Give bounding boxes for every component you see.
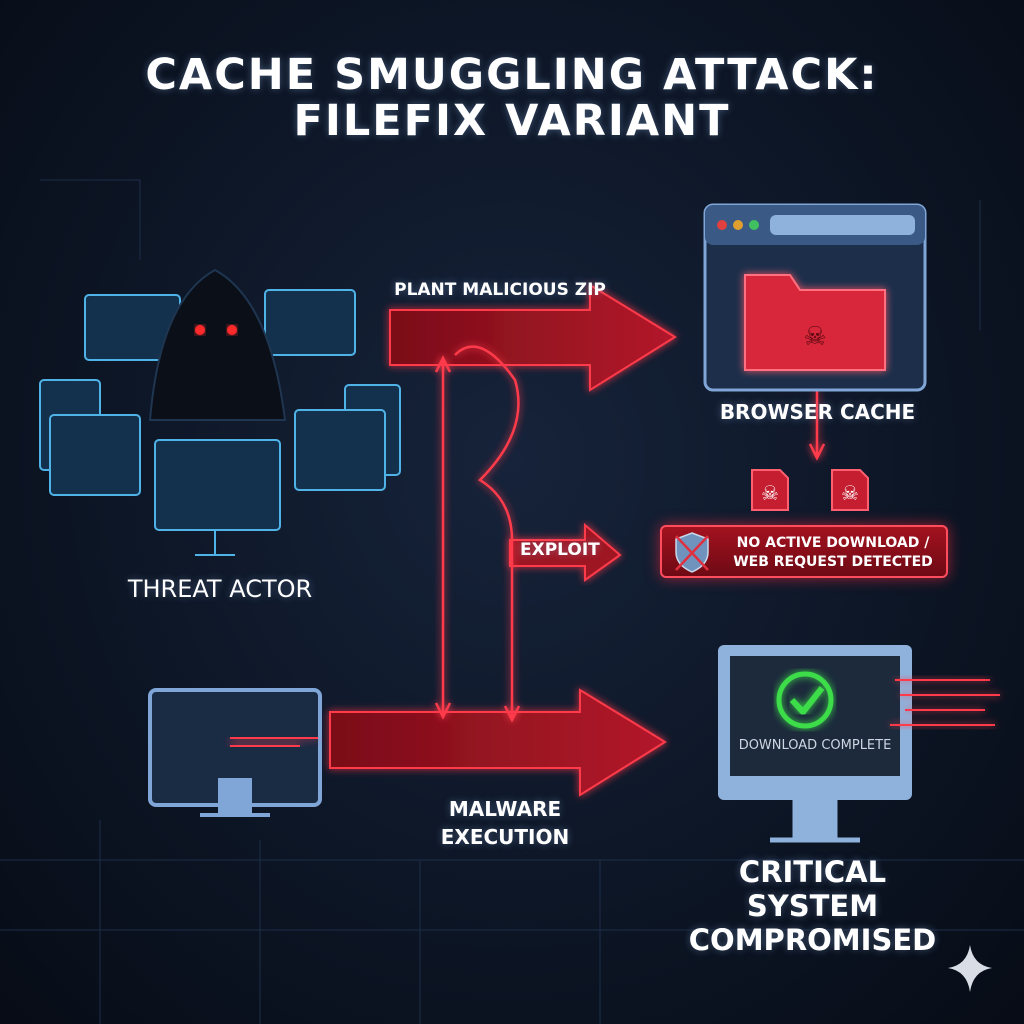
svg-text:☠: ☠	[761, 481, 779, 505]
malware-line-2: EXECUTION	[440, 825, 570, 849]
threat-actor-illustration	[39, 268, 401, 556]
browser-window-icon: ☠	[703, 203, 927, 392]
checkmark-circle-icon	[776, 671, 834, 729]
arrow-malware-execution	[329, 688, 667, 797]
critical-line-1: CRITICAL	[738, 855, 887, 889]
exploit-label: EXPLOIT	[520, 540, 600, 560]
critical-label: CRITICAL SYSTEM COMPROMISED	[680, 855, 945, 957]
malware-execution-label: MALWARE EXECUTION	[400, 795, 610, 851]
title-line-2: FILEFIX VARIANT	[293, 96, 731, 146]
screen-icon	[294, 409, 386, 491]
arrow-exploit	[509, 522, 622, 582]
screen-icon	[49, 414, 141, 496]
sparkle-icon	[948, 945, 992, 992]
warning-banner: NO ACTIVE DOWNLOAD / WEB REQUEST DETECTE…	[660, 525, 948, 578]
folder-icon	[744, 274, 886, 371]
arrow-plant	[389, 283, 677, 392]
critical-line-2: SYSTEM	[746, 889, 879, 923]
circuit-background	[0, 179, 1024, 1024]
malicious-file-icons: ☠ ☠	[751, 469, 869, 511]
circuit-traces	[890, 679, 1000, 726]
malware-line-1: MALWARE	[448, 797, 562, 821]
laptop-icon	[154, 439, 281, 531]
hooded-figure-icon	[148, 268, 287, 421]
browser-cache-label: BROWSER CACHE	[719, 400, 916, 424]
title-line-1: CACHE SMUGGLING ATTACK:	[145, 50, 879, 100]
connector-lines	[434, 345, 826, 723]
plant-label: PLANT MALICIOUS ZIP	[394, 280, 606, 300]
victim-monitor-icon	[148, 688, 322, 817]
warning-line-2: WEB REQUEST DETECTED	[733, 554, 933, 570]
crossed-shield-icon	[675, 532, 709, 573]
skull-icon: ☠	[803, 322, 826, 352]
screen-icon	[264, 289, 356, 356]
warning-line-1: NO ACTIVE DOWNLOAD /	[736, 535, 930, 551]
critical-line-3: COMPROMISED	[688, 923, 937, 957]
threat-actor-label: THREAT ACTOR	[127, 575, 313, 603]
download-status: DOWNLOAD COMPLETE	[738, 738, 892, 753]
compromised-monitor-icon	[718, 645, 1000, 843]
svg-text:☠: ☠	[841, 481, 859, 505]
